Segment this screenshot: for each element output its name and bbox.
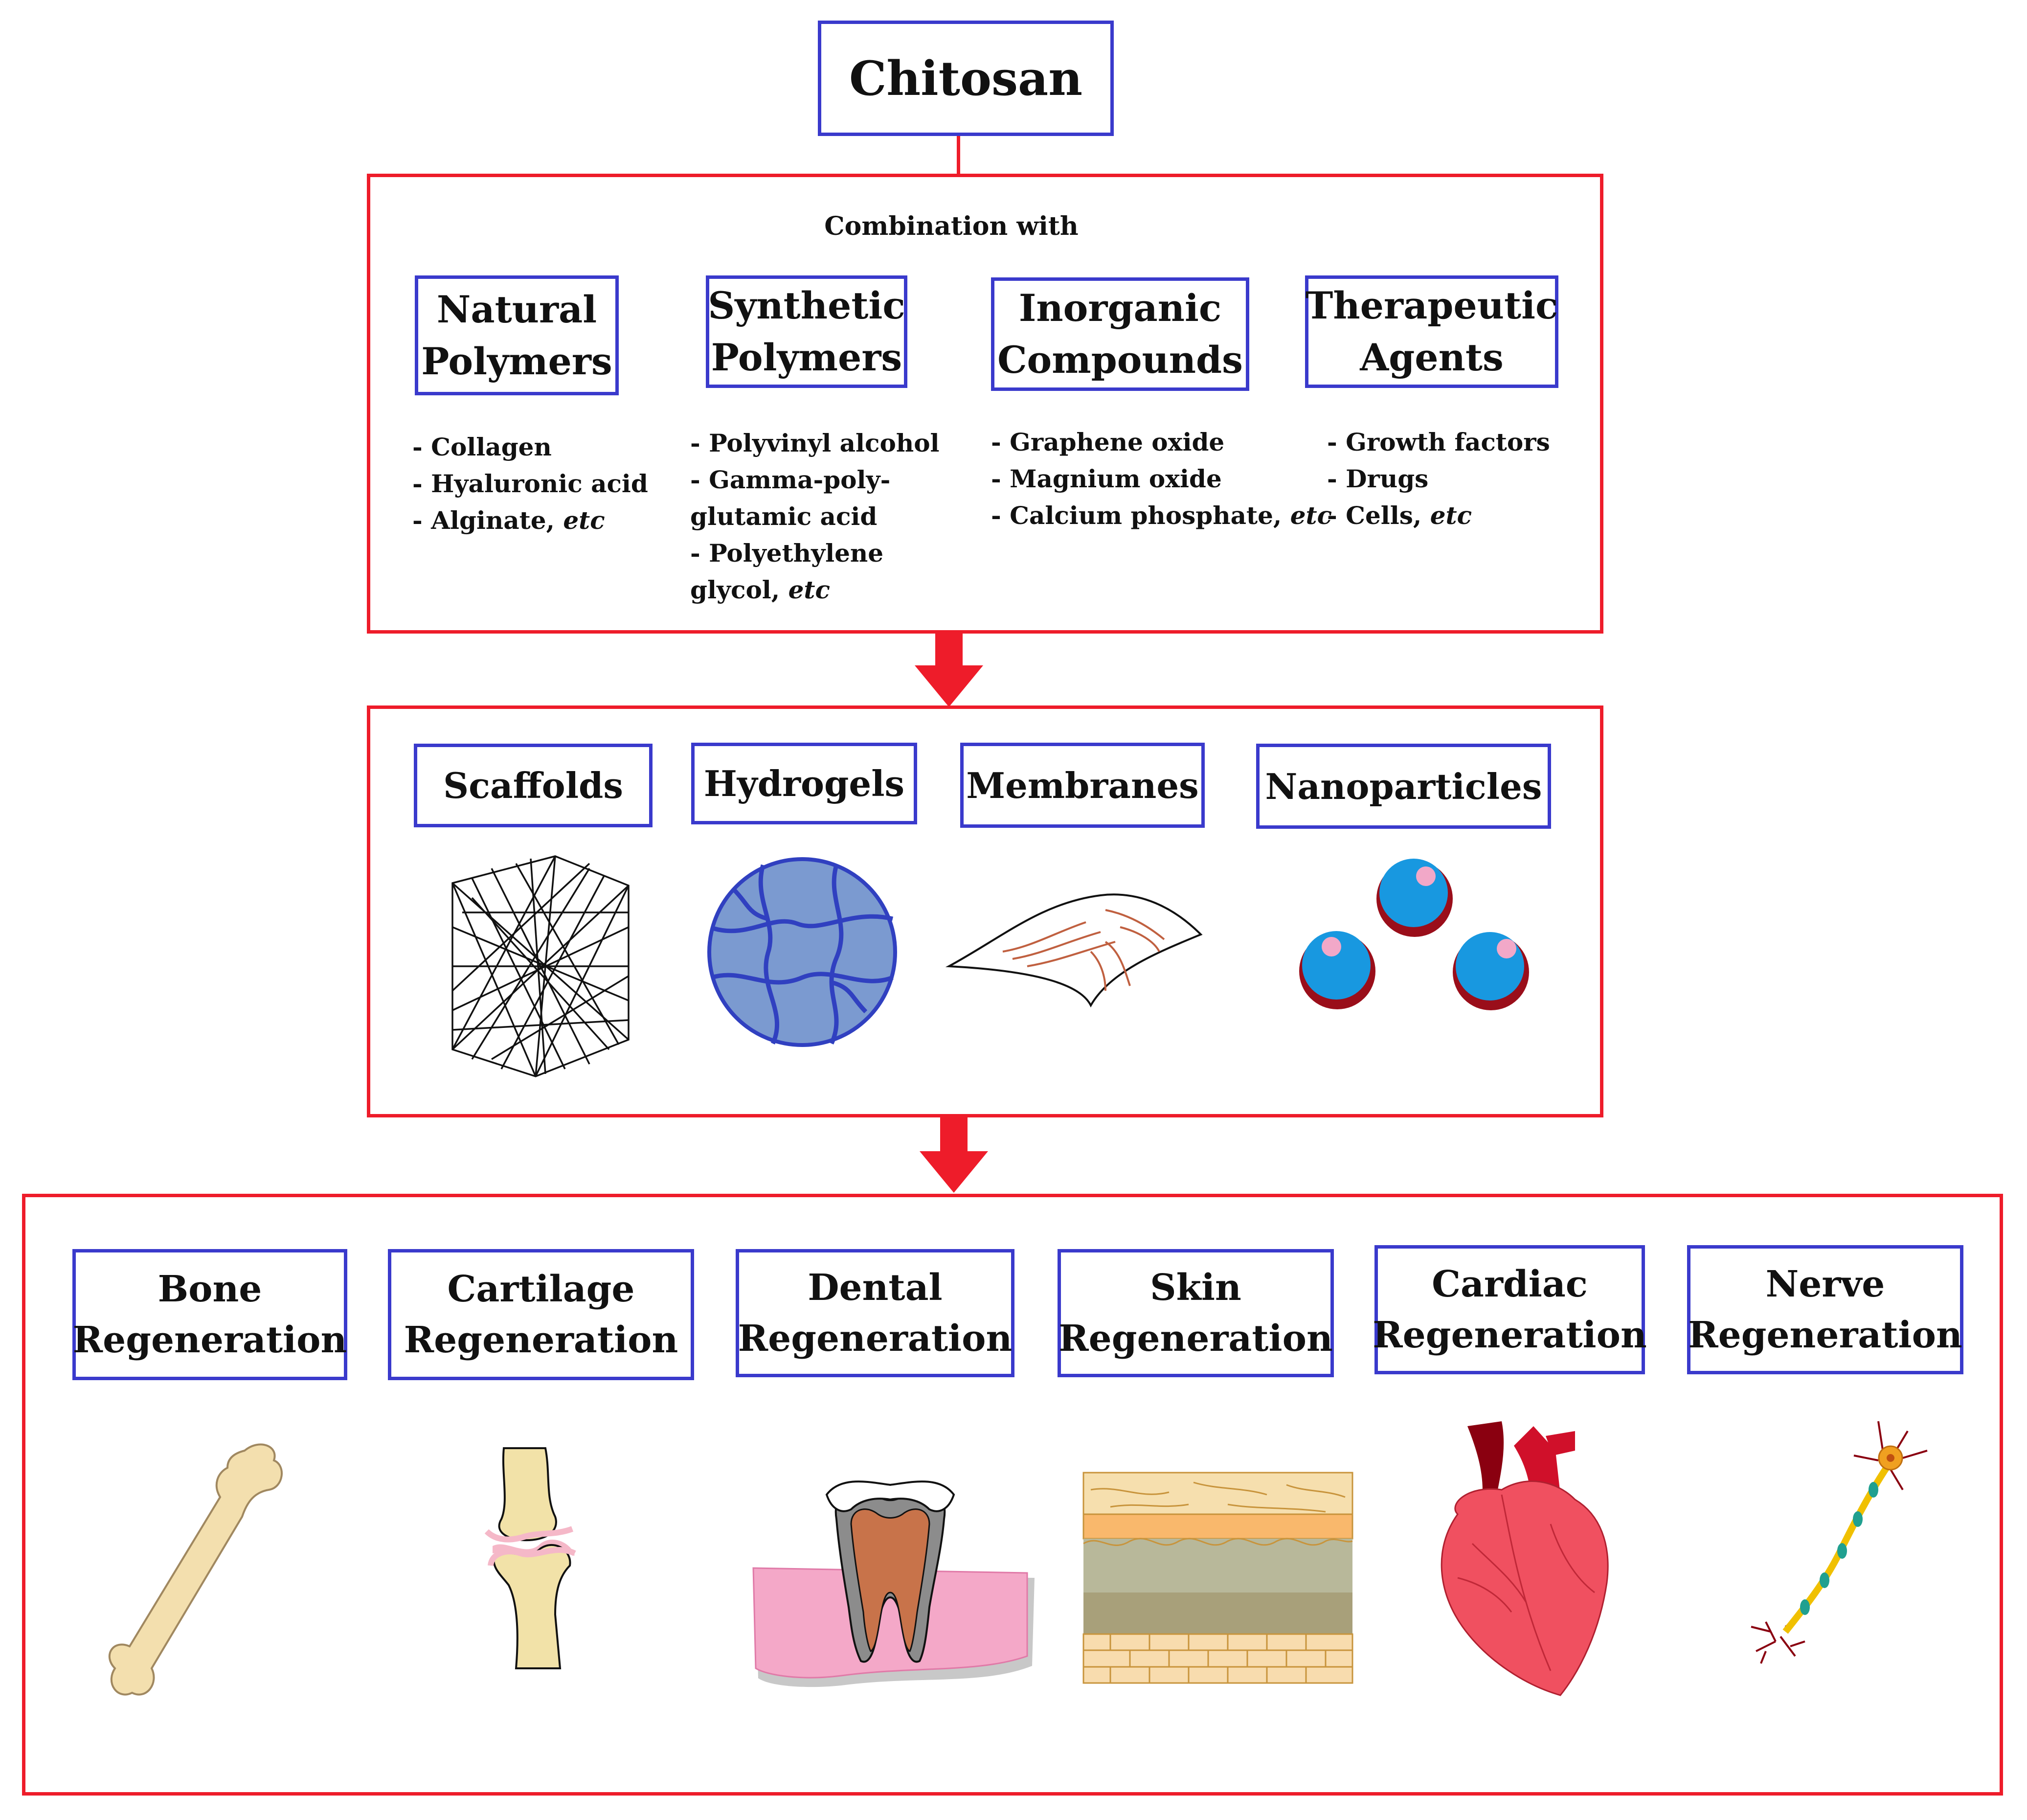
natural-polymers-list: - Collagen - Hyaluronic acid - Alginate,… bbox=[412, 429, 648, 539]
list-item: - Polyethylene bbox=[690, 539, 884, 568]
down-arrow-icon bbox=[920, 1117, 988, 1193]
list-item: - Polyvinyl alcohol bbox=[690, 429, 940, 457]
list-item: - Calcium phosphate, etc bbox=[991, 501, 1332, 530]
synthetic-polymers-box: Synthetic Polymers bbox=[706, 275, 907, 388]
nanoparticles-icon bbox=[1299, 859, 1529, 1010]
list-item: - Gamma-poly- bbox=[690, 465, 891, 494]
chitosan-box: Chitosan bbox=[818, 21, 1114, 136]
nanoparticles-box: Nanoparticles bbox=[1256, 744, 1551, 829]
hydrogel-icon bbox=[707, 857, 897, 1047]
list-item: - Graphene oxide bbox=[991, 428, 1225, 456]
inorganic-compounds-box: Inorganic Compounds bbox=[991, 277, 1249, 391]
inorganic-compounds-list: - Graphene oxide - Magnium oxide - Calci… bbox=[991, 424, 1332, 534]
list-item: glutamic acid bbox=[690, 502, 878, 531]
list-item: - Drugs bbox=[1327, 464, 1429, 493]
dental-regeneration-box: Dental Regeneration bbox=[736, 1249, 1014, 1377]
cartilage-joint-icon bbox=[484, 1447, 576, 1669]
connector-line bbox=[957, 136, 960, 175]
tooth-icon bbox=[752, 1480, 1035, 1687]
scaffold-icon bbox=[451, 855, 630, 1077]
membranes-box: Membranes bbox=[960, 743, 1205, 828]
therapeutic-agents-list: - Growth factors - Drugs - Cells, etc bbox=[1327, 424, 1550, 534]
nerve-regeneration-box: Nerve Regeneration bbox=[1687, 1245, 1963, 1374]
combination-section bbox=[367, 174, 1603, 634]
cardiac-regeneration-box: Cardiac Regeneration bbox=[1373, 1245, 1647, 1374]
scaffolds-box: Scaffolds bbox=[414, 744, 653, 827]
therapeutic-agents-box: Therapeutic Agents bbox=[1305, 275, 1558, 388]
list-item: glycol, etc bbox=[690, 575, 830, 604]
applications-section bbox=[22, 1194, 2003, 1796]
list-item: - Cells, etc bbox=[1327, 501, 1472, 530]
membrane-icon bbox=[945, 893, 1203, 1008]
bone-icon bbox=[108, 1443, 283, 1696]
natural-polymers-box: Natural Polymers bbox=[415, 275, 619, 395]
list-item: - Magnium oxide bbox=[991, 464, 1222, 493]
forms-section bbox=[367, 705, 1603, 1117]
list-item: - Hyaluronic acid bbox=[412, 469, 648, 498]
cartilage-regeneration-box: Cartilage Regeneration bbox=[388, 1249, 694, 1380]
down-arrow-icon bbox=[915, 631, 983, 707]
list-item: - Collagen bbox=[412, 432, 552, 461]
synthetic-polymers-list: - Polyvinyl alcohol - Gamma-poly- glutam… bbox=[690, 425, 940, 608]
list-item: - Growth factors bbox=[1327, 428, 1550, 456]
combination-heading: Combination with bbox=[824, 211, 1079, 241]
neuron-icon bbox=[1751, 1421, 1928, 1664]
skin-layers-icon bbox=[1082, 1472, 1353, 1684]
list-item: - Alginate, etc bbox=[412, 506, 605, 535]
bone-regeneration-box: Bone Regeneration bbox=[72, 1249, 347, 1380]
heart-icon bbox=[1441, 1421, 1609, 1696]
hydrogels-box: Hydrogels bbox=[691, 743, 917, 824]
chitosan-title: Chitosan bbox=[849, 50, 1083, 106]
skin-regeneration-box: Skin Regeneration bbox=[1058, 1249, 1334, 1377]
